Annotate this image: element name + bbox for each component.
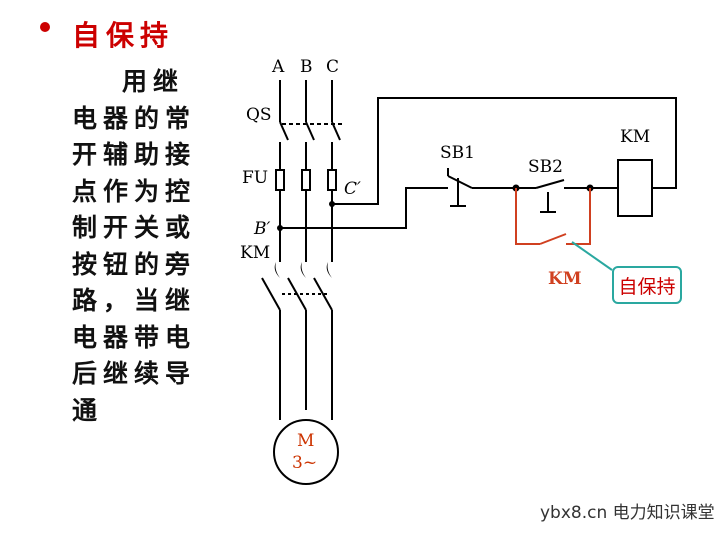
km-coil [617, 159, 653, 217]
motor-label-phase: 3~ [292, 453, 317, 473]
fu-label: FU [242, 168, 268, 188]
km-main-contact-terminals [274, 262, 332, 278]
fuses [275, 169, 337, 191]
bullet-icon [40, 22, 50, 32]
qs-label: QS [246, 105, 272, 125]
c-prime-label: C′ [344, 179, 361, 199]
km-main-contacts [261, 277, 333, 420]
supply-lines [279, 80, 333, 122]
sb1-label: SB1 [440, 143, 475, 163]
callout-label: 自保持 [618, 276, 676, 298]
phase-b-label: B [300, 57, 313, 77]
self-holding-callout: 自保持 [612, 266, 682, 304]
watermark: ybx8.cn 电力知识课堂 [540, 498, 715, 523]
phase-a-label: A [271, 57, 285, 77]
motor-label-m: M [297, 431, 314, 451]
body-text: 用继电器的常开辅助接点作为控制开关或按钮的旁路，当继电器带电后继续导通 [72, 67, 197, 425]
km-coil-label: KM [620, 127, 650, 147]
control-circuit [280, 97, 677, 229]
km-main-label: KM [240, 243, 270, 263]
km-aux-label: KM [548, 269, 582, 289]
phase-c-label: C [326, 57, 339, 77]
callout-pointer [571, 241, 613, 271]
b-prime-label: B′ [253, 219, 270, 239]
sb2-label: SB2 [528, 157, 563, 177]
km-aux-contact [515, 188, 591, 245]
motor-symbol [273, 419, 339, 485]
qs-switch [279, 121, 344, 170]
slide-title: 自保持 [72, 19, 175, 52]
